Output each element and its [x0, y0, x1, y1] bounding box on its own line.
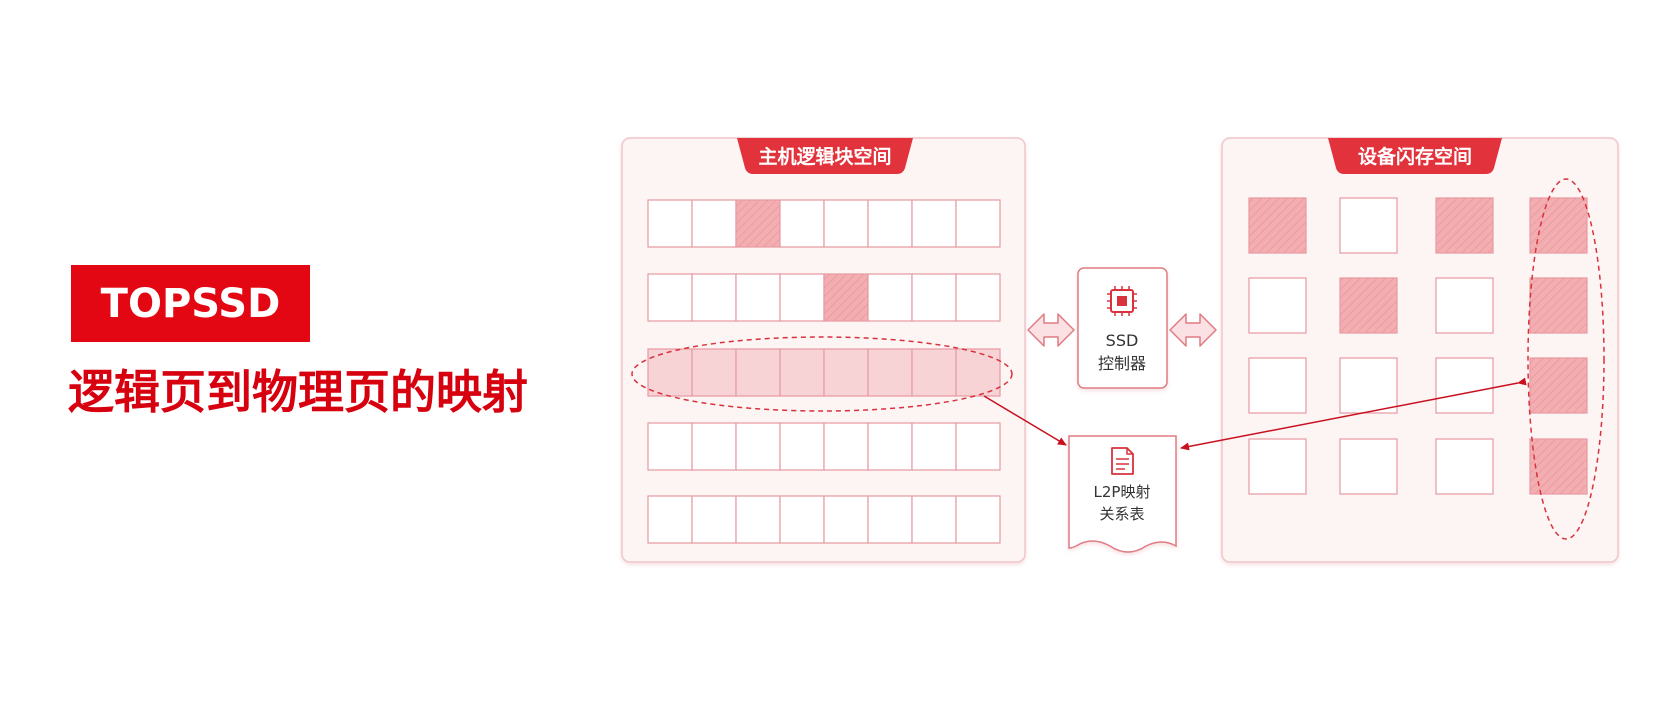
host-block-cell — [779, 422, 825, 471]
host-block-cell — [735, 273, 781, 322]
host-block-cell — [823, 348, 869, 397]
host-block-cell — [823, 273, 869, 322]
host-block-cell — [647, 348, 693, 397]
flash-page-cell — [1248, 277, 1307, 334]
host-block-cell — [691, 273, 737, 322]
host-block-cell — [647, 495, 693, 544]
flash-page-cell — [1529, 197, 1588, 254]
logo-text: TOPSSD — [100, 280, 281, 327]
flash-page-cell — [1435, 357, 1494, 414]
host-block-cell — [911, 348, 957, 397]
host-block-cell — [955, 422, 1001, 471]
host-block-cell — [823, 495, 869, 544]
device-col-selection-ellipse — [1527, 178, 1605, 540]
double-arrow-icon — [1169, 313, 1217, 347]
host-block-cell — [691, 199, 737, 248]
l2p-line1: L2P映射 — [1094, 483, 1151, 501]
host-block-cell — [911, 495, 957, 544]
flash-page-cell — [1339, 357, 1398, 414]
l2p-line2: 关系表 — [1099, 505, 1144, 523]
host-block-cell — [735, 348, 781, 397]
flash-page-cell — [1339, 277, 1398, 334]
host-block-cell — [735, 199, 781, 248]
flash-page-cell — [1339, 438, 1398, 495]
host-block-cell — [691, 422, 737, 471]
host-block-cell — [779, 199, 825, 248]
host-to-l2p-arrow — [983, 395, 1067, 446]
host-block-cell — [911, 199, 957, 248]
host-grid — [647, 199, 1001, 544]
ssd-controller: SSD 控制器 — [1077, 267, 1168, 389]
host-block-cell — [779, 495, 825, 544]
host-row-selection-ellipse — [631, 336, 1013, 412]
host-block-cell — [867, 422, 913, 471]
host-block-cell — [955, 348, 1001, 397]
host-block-cell — [691, 495, 737, 544]
host-block-cell — [867, 199, 913, 248]
topssd-logo: TOPSSD — [71, 265, 310, 342]
l2p-device-arrow — [1180, 377, 1527, 451]
host-block-cell — [735, 422, 781, 471]
document-icon — [1111, 447, 1134, 475]
flash-page-cell — [1339, 197, 1398, 254]
host-block-cell — [823, 199, 869, 248]
chip-icon — [1107, 286, 1137, 316]
flash-page-cell — [1529, 357, 1588, 414]
host-block-cell — [647, 422, 693, 471]
flash-page-cell — [1435, 277, 1494, 334]
host-block-cell — [779, 348, 825, 397]
host-block-cell — [691, 348, 737, 397]
host-panel-badge — [737, 138, 913, 174]
l2p-document-shape — [1068, 435, 1177, 553]
host-block-cell — [647, 273, 693, 322]
host-block-cell — [911, 422, 957, 471]
flash-page-cell — [1435, 197, 1494, 254]
host-block-cell — [647, 199, 693, 248]
controller-line1: SSD — [1106, 331, 1139, 350]
host-block-cell — [779, 273, 825, 322]
host-block-cell — [911, 273, 957, 322]
device-panel-badge — [1328, 138, 1502, 174]
flash-page-cell — [1248, 357, 1307, 414]
host-panel: 主机逻辑块空间 — [621, 137, 1026, 563]
host-block-cell — [955, 199, 1001, 248]
l2p-table: L2P映射 关系表 — [1068, 435, 1177, 553]
flash-page-cell — [1248, 438, 1307, 495]
host-block-cell — [735, 495, 781, 544]
host-block-cell — [867, 273, 913, 322]
flash-page-cell — [1529, 277, 1588, 334]
device-panel-label: 设备闪存空间 — [1358, 145, 1472, 168]
controller-box — [1077, 267, 1168, 389]
page-title: 逻辑页到物理页的映射 — [68, 365, 528, 419]
host-panel-label: 主机逻辑块空间 — [758, 145, 891, 168]
host-block-cell — [955, 273, 1001, 322]
controller-line2: 控制器 — [1098, 354, 1146, 373]
host-block-cell — [823, 422, 869, 471]
host-block-cell — [955, 495, 1001, 544]
device-panel: 设备闪存空间 — [1221, 137, 1619, 563]
double-arrow-icon — [1027, 313, 1075, 347]
flash-page-cell — [1435, 438, 1494, 495]
host-block-cell — [867, 495, 913, 544]
flash-page-cell — [1248, 197, 1307, 254]
host-block-cell — [867, 348, 913, 397]
